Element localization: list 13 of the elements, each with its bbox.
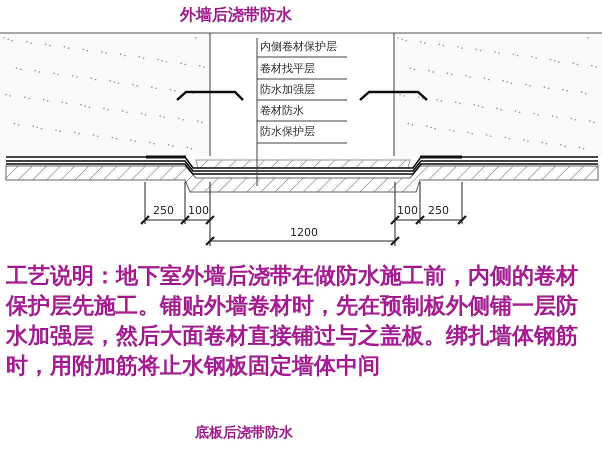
- dimension-text: 250: [428, 204, 449, 218]
- layer-label: 防水加强层: [260, 83, 315, 97]
- caption: 底板后浇带防水: [195, 424, 293, 443]
- layer-label: 防水保护层: [260, 125, 315, 139]
- dimension-text: 100: [397, 204, 418, 218]
- layer-label: 卷材防水: [260, 104, 304, 118]
- layer-label: 卷材找平层: [260, 62, 315, 76]
- layer-label: 内侧卷材保护层: [260, 40, 337, 54]
- dimension-text: 100: [188, 204, 209, 218]
- dimension-text: 250: [153, 204, 174, 218]
- description-paragraph: 工艺说明：地下室外墙后浇带在做防水施工前，内侧的卷材保护层先施工。铺贴外墙卷材时，先在预制板外侧铺一层防水加强层，然后大面卷材直接铺过与之盖板。绑扎墙体钢筋时，用附加筋将止水钢板固定墙体中间: [6, 262, 579, 381]
- dimension-text: 1200: [290, 226, 318, 240]
- title: 外墙后浇带防水: [180, 4, 292, 26]
